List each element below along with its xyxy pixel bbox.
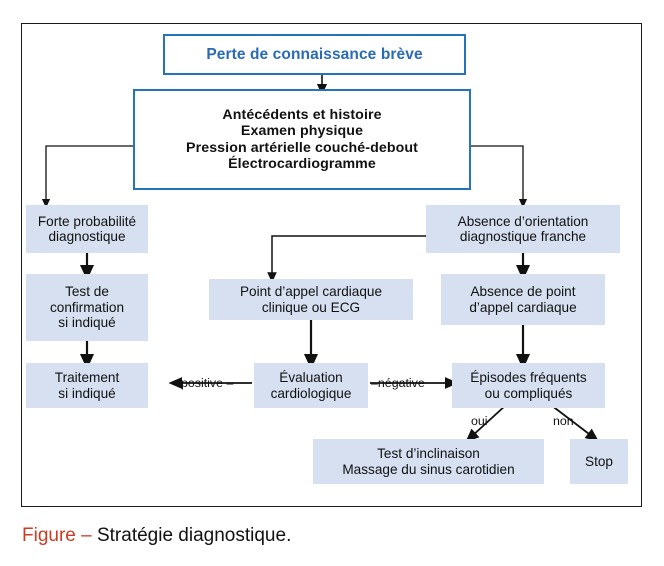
edge-label-yes: oui [471,414,488,428]
node-no-orientation[interactable]: Absence d’orientation diagnostique franc… [426,205,620,253]
node-initial-workup-label: Antécédents et histoire Examen physique … [186,107,418,172]
edge-label-yes-text: oui [471,414,488,428]
edge-label-positive-dash: – [226,376,234,390]
figure-caption-text: Stratégie diagnostique. [91,525,292,546]
figure-caption: Figure – Stratégie diagnostique. [22,525,291,547]
node-start[interactable]: Perte de connaissance brève [163,34,466,75]
edge-label-positive-text: positive [181,376,224,390]
edge-label-no: non [553,414,574,428]
edge-label-negative-text: négative [377,376,425,390]
node-tilt-test[interactable]: Test d’inclinaison Massage du sinus caro… [313,439,544,484]
node-cardiac-evaluation[interactable]: Évaluation cardiologique [254,363,368,408]
node-confirmation-test[interactable]: Test de confirmation si indiqué [26,274,148,341]
node-confirmation-test-label: Test de confirmation si indiqué [49,284,125,331]
node-stop[interactable]: Stop [570,439,628,484]
node-start-label: Perte de connaissance brève [206,45,423,63]
node-cardiac-evaluation-label: Évaluation cardiologique [270,370,352,401]
node-no-orientation-label: Absence d’orientation diagnostique franc… [457,213,589,244]
node-high-probability[interactable]: Forte probabilité diagnostique [26,205,148,253]
edge-label-no-text: non [553,414,574,428]
edge-label-negative: –négative [371,376,425,390]
node-treatment-label: Traitement si indiqué [54,370,120,401]
node-treatment[interactable]: Traitement si indiqué [26,363,148,408]
node-no-cardiac-clue-label: Absence de point d’appel cardiaque [469,284,577,315]
node-frequent-episodes-label: Épisodes fréquents ou compliqués [470,370,587,401]
node-stop-label: Stop [585,453,613,469]
node-no-cardiac-clue[interactable]: Absence de point d’appel cardiaque [441,274,605,325]
node-high-probability-label: Forte probabilité diagnostique [37,213,137,244]
node-initial-workup[interactable]: Antécédents et histoire Examen physique … [133,89,471,190]
node-tilt-test-label: Test d’inclinaison Massage du sinus caro… [342,446,515,477]
figure-caption-label: Figure – [22,525,92,546]
edge-label-positive: positive – [181,376,233,390]
node-cardiac-clue[interactable]: Point d’appel cardiaque clinique ou ECG [209,279,413,320]
node-frequent-episodes[interactable]: Épisodes fréquents ou compliqués [452,363,605,408]
edge-label-negative-dash: – [371,376,378,390]
node-cardiac-clue-label: Point d’appel cardiaque clinique ou ECG [239,284,383,315]
